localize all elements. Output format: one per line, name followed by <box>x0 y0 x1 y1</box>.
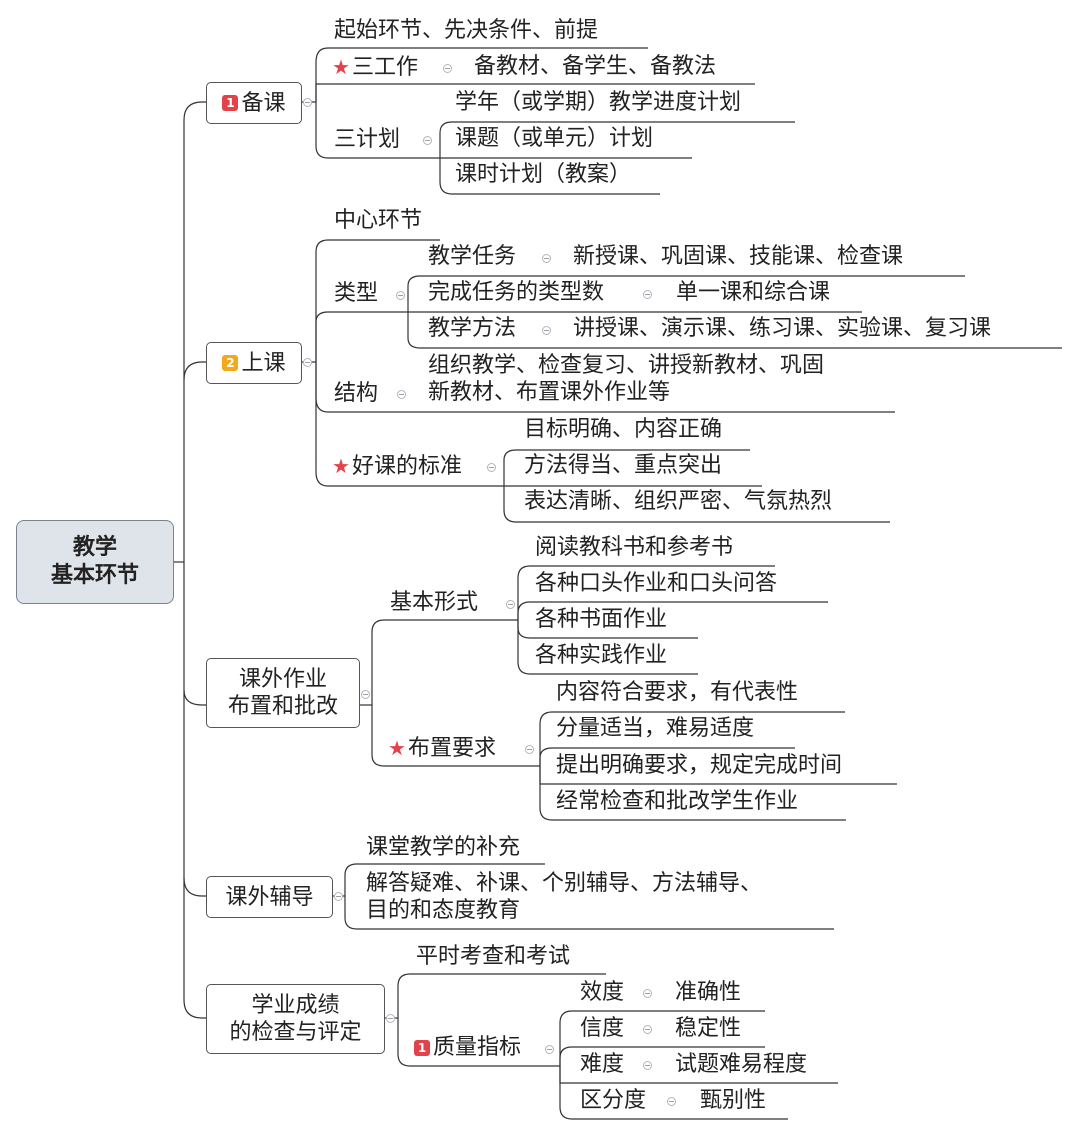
node-text: 解答疑难、补课、个别辅导、方法辅导、 <box>366 871 763 896</box>
node-text: 阅读教科书和参考书 <box>535 535 734 560</box>
node-text: 效度 <box>580 980 625 1005</box>
priority-1-badge: 1 <box>414 1040 430 1056</box>
root-topic[interactable]: 教学 基本环节 <box>16 520 174 604</box>
node-text: 难度 <box>580 1052 625 1077</box>
node-text: 备教材、备学生、备教法 <box>474 54 717 79</box>
collapse-icon[interactable] <box>643 290 652 299</box>
node-basic-form: 基本形式 <box>390 590 479 615</box>
node-three-plan: 三计划 <box>334 127 401 152</box>
collapse-icon[interactable] <box>542 254 551 263</box>
node-text: 完成任务的类型数 <box>428 280 605 305</box>
root-title-line2: 基本环节 <box>50 563 139 588</box>
node-text: 课题（或单元）计划 <box>455 126 654 151</box>
node-text: 起始环节、先决条件、前提 <box>334 18 599 43</box>
node-text: 方法得当、重点突出 <box>524 453 723 478</box>
star-icon: ★ <box>332 55 350 79</box>
topic-label-line1: 课外作业 <box>238 667 327 692</box>
collapse-icon[interactable] <box>443 64 452 73</box>
node-text: 稳定性 <box>675 1016 742 1041</box>
collapse-icon[interactable] <box>542 326 551 335</box>
root-title-line1: 教学 <box>72 535 117 560</box>
collapse-icon[interactable] <box>303 98 312 107</box>
collapse-icon[interactable] <box>386 1014 395 1023</box>
priority-1-badge: 1 <box>222 95 239 111</box>
collapse-icon[interactable] <box>525 745 534 754</box>
node-three-work: ★三工作 <box>332 55 418 80</box>
node-text: 目的和态度教育 <box>366 898 521 923</box>
node-good-lesson: ★好课的标准 <box>332 454 462 479</box>
collapse-icon[interactable] <box>361 690 370 699</box>
node-text: 单一课和综合课 <box>676 280 831 305</box>
collapse-icon[interactable] <box>643 1025 652 1034</box>
node-text: 新教材、布置课外作业等 <box>428 380 671 405</box>
node-text: 平时考查和考试 <box>416 944 571 969</box>
node-text: 内容符合要求，有代表性 <box>556 680 799 705</box>
node-text: 中心环节 <box>334 208 423 233</box>
node-text: 分量适当，难易适度 <box>556 716 755 741</box>
star-icon: ★ <box>388 736 406 760</box>
topic-label-line2: 布置和批改 <box>227 694 338 719</box>
collapse-icon[interactable] <box>667 1097 676 1106</box>
node-text: 组织教学、检查复习、讲授新教材、巩固 <box>428 353 825 378</box>
collapse-icon[interactable] <box>487 463 496 472</box>
collapse-icon[interactable] <box>643 989 652 998</box>
topic-homework[interactable]: 课外作业 布置和批改 <box>206 658 360 728</box>
node-text: 各种书面作业 <box>535 607 668 632</box>
node-requirements: ★布置要求 <box>388 736 496 761</box>
topic-tutoring[interactable]: 课外辅导 <box>206 876 333 918</box>
topic-label-line2: 的检查与评定 <box>229 1020 362 1045</box>
collapse-icon[interactable] <box>396 291 405 300</box>
node-text: 讲授课、演示课、练习课、实验课、复习课 <box>573 316 992 341</box>
collapse-icon[interactable] <box>334 892 343 901</box>
node-text: 提出明确要求，规定完成时间 <box>556 753 843 778</box>
collapse-icon[interactable] <box>303 358 312 367</box>
node-text: 课堂教学的补充 <box>366 835 521 860</box>
node-text: 各种口头作业和口头问答 <box>535 571 778 596</box>
star-icon: ★ <box>332 454 350 478</box>
topic-label: 备课 <box>241 90 286 116</box>
collapse-icon[interactable] <box>506 600 515 609</box>
node-text: 教学任务 <box>428 244 517 269</box>
node-text: 各种实践作业 <box>535 643 668 668</box>
node-structure: 结构 <box>334 381 379 406</box>
node-type: 类型 <box>334 281 379 306</box>
topic-label: 上课 <box>241 350 286 376</box>
collapse-icon[interactable] <box>545 1045 554 1054</box>
collapse-icon[interactable] <box>397 390 406 399</box>
topic-label: 课外辅导 <box>225 884 314 910</box>
node-text: 经常检查和批改学生作业 <box>556 789 799 814</box>
node-text: 甄别性 <box>700 1088 767 1113</box>
node-text: 新授课、巩固课、技能课、检查课 <box>573 244 904 269</box>
node-text: 目标明确、内容正确 <box>524 417 723 442</box>
priority-2-badge: 2 <box>222 355 239 371</box>
node-text: 信度 <box>580 1016 625 1041</box>
node-text: 教学方法 <box>428 316 517 341</box>
node-text: 课时计划（教案） <box>455 162 632 187</box>
node-text: 准确性 <box>675 980 742 1005</box>
collapse-icon[interactable] <box>643 1061 652 1070</box>
topic-assessment[interactable]: 学业成绩 的检查与评定 <box>206 984 385 1054</box>
collapse-icon[interactable] <box>423 136 432 145</box>
node-text: 区分度 <box>580 1088 647 1113</box>
node-text: 学年（或学期）教学进度计划 <box>455 90 742 115</box>
node-text: 试题难易程度 <box>675 1052 808 1077</box>
node-text: 表达清晰、组织严密、气氛热烈 <box>524 489 833 514</box>
topic-label-line1: 学业成绩 <box>251 993 340 1018</box>
